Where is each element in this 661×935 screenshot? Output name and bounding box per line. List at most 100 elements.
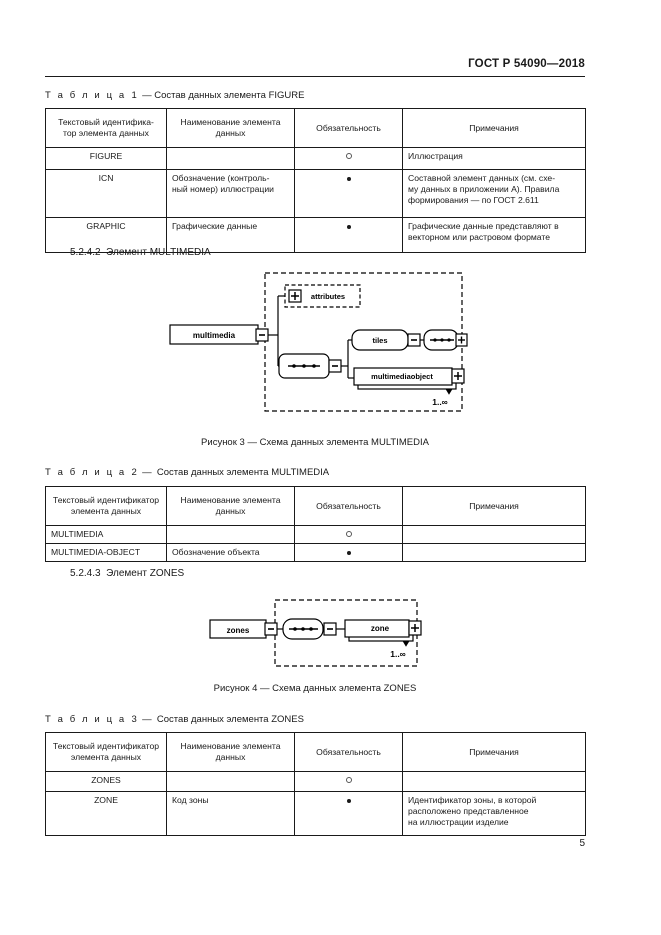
- section-title: Элемент ZONES: [106, 568, 185, 579]
- table-1-header-row: Текстовый идентифика- тор элемента данны…: [45, 108, 586, 148]
- col-header-line-2: данных: [215, 128, 246, 138]
- table-1-col-header-name: Наименование элемента данных: [166, 108, 295, 148]
- label-tiles: tiles: [372, 336, 387, 345]
- table-3-caption: Т а б л и ц а 3 — Состав данных элемента…: [45, 714, 304, 725]
- label-cardinality: 1..∞: [390, 649, 406, 659]
- cell-name: [166, 771, 295, 792]
- col-header-line-2: элемента данных: [70, 752, 142, 762]
- label-root-multimedia: multimedia: [193, 331, 236, 340]
- col-header-line-1: Наименование элемента: [180, 495, 281, 505]
- table-2-col-header-obligation: Обязательность: [294, 486, 403, 526]
- cell-notes-line-2: векторном или растровом формате: [408, 232, 550, 242]
- cell-name-line-1: Обозначение (контроль-: [172, 173, 270, 183]
- table-3-col-header-identifier: Текстовый идентификатор элемента данных: [45, 732, 167, 772]
- col-header-line-1: Наименование элемента: [180, 741, 281, 751]
- cell-identifier: ICN: [45, 169, 167, 218]
- cardinality-pointer: [445, 388, 453, 395]
- table-2-col-header-notes: Примечания: [402, 486, 586, 526]
- table-2-header-row: Текстовый идентификатор элемента данных …: [45, 486, 586, 526]
- cell-name: Графические данные: [166, 217, 295, 253]
- cell-identifier: MULTIMEDIA: [45, 525, 167, 544]
- table-row: GRAPHIC Графические данные Графические д…: [45, 217, 586, 253]
- cell-obligation: [294, 791, 403, 836]
- table-2-caption-text: Состав данных элемента MULTIMEDIA: [156, 467, 330, 478]
- section-number: 5.2.4.2: [70, 247, 101, 258]
- cell-name: [166, 525, 295, 544]
- col-header-line-1: Текстовый идентификатор: [52, 741, 160, 751]
- obligation-mandatory-icon: [347, 173, 351, 183]
- table-row: ZONE Код зоны Идентификатор зоны, в кото…: [45, 791, 586, 836]
- table-3-col-header-name: Наименование элемента данных: [166, 732, 295, 772]
- label-zone: zone: [371, 624, 390, 633]
- table-2-caption: Т а б л и ц а 2 — Состав данных элемента…: [45, 467, 329, 478]
- table-1-caption-label: Т а б л и ц а: [45, 90, 127, 101]
- cell-name: Обозначение (контроль- ный номер) иллюст…: [166, 169, 295, 218]
- col-header-line-2: данных: [215, 752, 246, 762]
- cell-name: Обозначение объекта: [166, 543, 295, 562]
- table-3-col-header-obligation: Обязательность: [294, 732, 403, 772]
- cell-notes-line-1: Идентификатор зоны, в которой: [408, 795, 537, 805]
- cell-notes: [402, 543, 586, 562]
- col-header-line-2: элемента данных: [70, 506, 142, 516]
- obligation-mandatory-icon: [347, 795, 351, 805]
- obligation-optional-icon: [346, 529, 352, 539]
- table-3-caption-text: Состав данных элемента ZONES: [156, 714, 304, 725]
- cell-notes-line-3: на иллюстрации изделие: [408, 817, 509, 827]
- section-heading-multimedia: 5.2.4.2 Элемент MULTIMEDIA: [70, 247, 211, 258]
- table-2-caption-number: 2: [131, 467, 137, 478]
- label-multimediaobject: multimediaobject: [371, 372, 433, 381]
- section-heading-zones: 5.2.4.3 Элемент ZONES: [70, 568, 184, 579]
- table-2-caption-dash: —: [142, 467, 152, 478]
- cell-notes: Составной элемент данных (см. схе- му да…: [402, 169, 586, 218]
- table-2-col-header-identifier: Текстовый идентификатор элемента данных: [45, 486, 167, 526]
- col-header-line-2: тор элемента данных: [63, 128, 149, 138]
- cell-notes-line-3: формирования — по ГОСТ 2.611: [408, 195, 539, 205]
- tiles-element-box: [351, 329, 409, 351]
- col-header-line-2: данных: [215, 506, 246, 516]
- table-row: MULTIMEDIA-OBJECT Обозначение объекта: [45, 543, 586, 562]
- table-1-caption-number: 1: [131, 90, 137, 101]
- col-header-line-1: Текстовый идентифика-: [58, 117, 154, 127]
- table-3-col-header-notes: Примечания: [402, 732, 586, 772]
- cell-obligation: [294, 543, 403, 562]
- cell-notes-line-1: Составной элемент данных (см. схе-: [408, 173, 556, 183]
- col-header-line-1: Текстовый идентификатор: [52, 495, 160, 505]
- cell-notes: Идентификатор зоны, в которой расположен…: [402, 791, 586, 836]
- cell-name: Код зоны: [166, 791, 295, 836]
- figure-4-zones-schema-diagram: zones zone 1..∞: [208, 597, 433, 674]
- table-3-caption-label: Т а б л и ц а: [45, 714, 127, 725]
- cell-identifier: ZONE: [45, 791, 167, 836]
- obligation-mandatory-icon: [347, 547, 351, 557]
- label-root-zones: zones: [227, 626, 250, 635]
- cell-name-line-2: ный номер) иллюстрации: [172, 184, 274, 194]
- cell-obligation: [294, 147, 403, 170]
- table-1-figure-data-composition: Текстовый идентифика- тор элемента данны…: [45, 108, 586, 253]
- table-3-caption-dash: —: [142, 714, 152, 725]
- cell-notes: [402, 525, 586, 544]
- table-2-multimedia-data-composition: Текстовый идентификатор элемента данных …: [45, 486, 586, 562]
- cell-notes: [402, 771, 586, 792]
- table-2-col-header-name: Наименование элемента данных: [166, 486, 295, 526]
- figure-3-multimedia-schema-diagram: multimedia attributes tiles multimediaob…: [168, 268, 468, 425]
- multimedia-schema-svg: multimedia attributes tiles multimediaob…: [169, 272, 468, 412]
- label-cardinality: 1..∞: [432, 397, 448, 407]
- cell-obligation: [294, 771, 403, 792]
- cell-name: [166, 147, 295, 170]
- cell-identifier: MULTIMEDIA-OBJECT: [45, 543, 167, 562]
- cell-notes-line-2: расположено представленное: [408, 806, 529, 816]
- cell-obligation: [294, 525, 403, 544]
- obligation-optional-icon: [346, 775, 352, 785]
- table-1-col-header-obligation: Обязательность: [294, 108, 403, 148]
- cell-identifier: GRAPHIC: [45, 217, 167, 253]
- figure-4-caption: Рисунок 4 — Схема данных элемента ZONES: [213, 683, 417, 694]
- header-divider: [45, 76, 585, 77]
- cardinality-pointer: [402, 640, 410, 647]
- table-1-caption: Т а б л и ц а 1 — Состав данных элемента…: [45, 90, 304, 101]
- zones-schema-svg: zones zone 1..∞: [209, 599, 422, 667]
- label-attributes: attributes: [311, 292, 345, 301]
- table-1-caption-dash: —: [142, 90, 152, 101]
- section-number: 5.2.4.3: [70, 568, 101, 579]
- cell-obligation: [294, 217, 403, 253]
- table-row: ICN Обозначение (контроль- ный номер) ил…: [45, 169, 586, 218]
